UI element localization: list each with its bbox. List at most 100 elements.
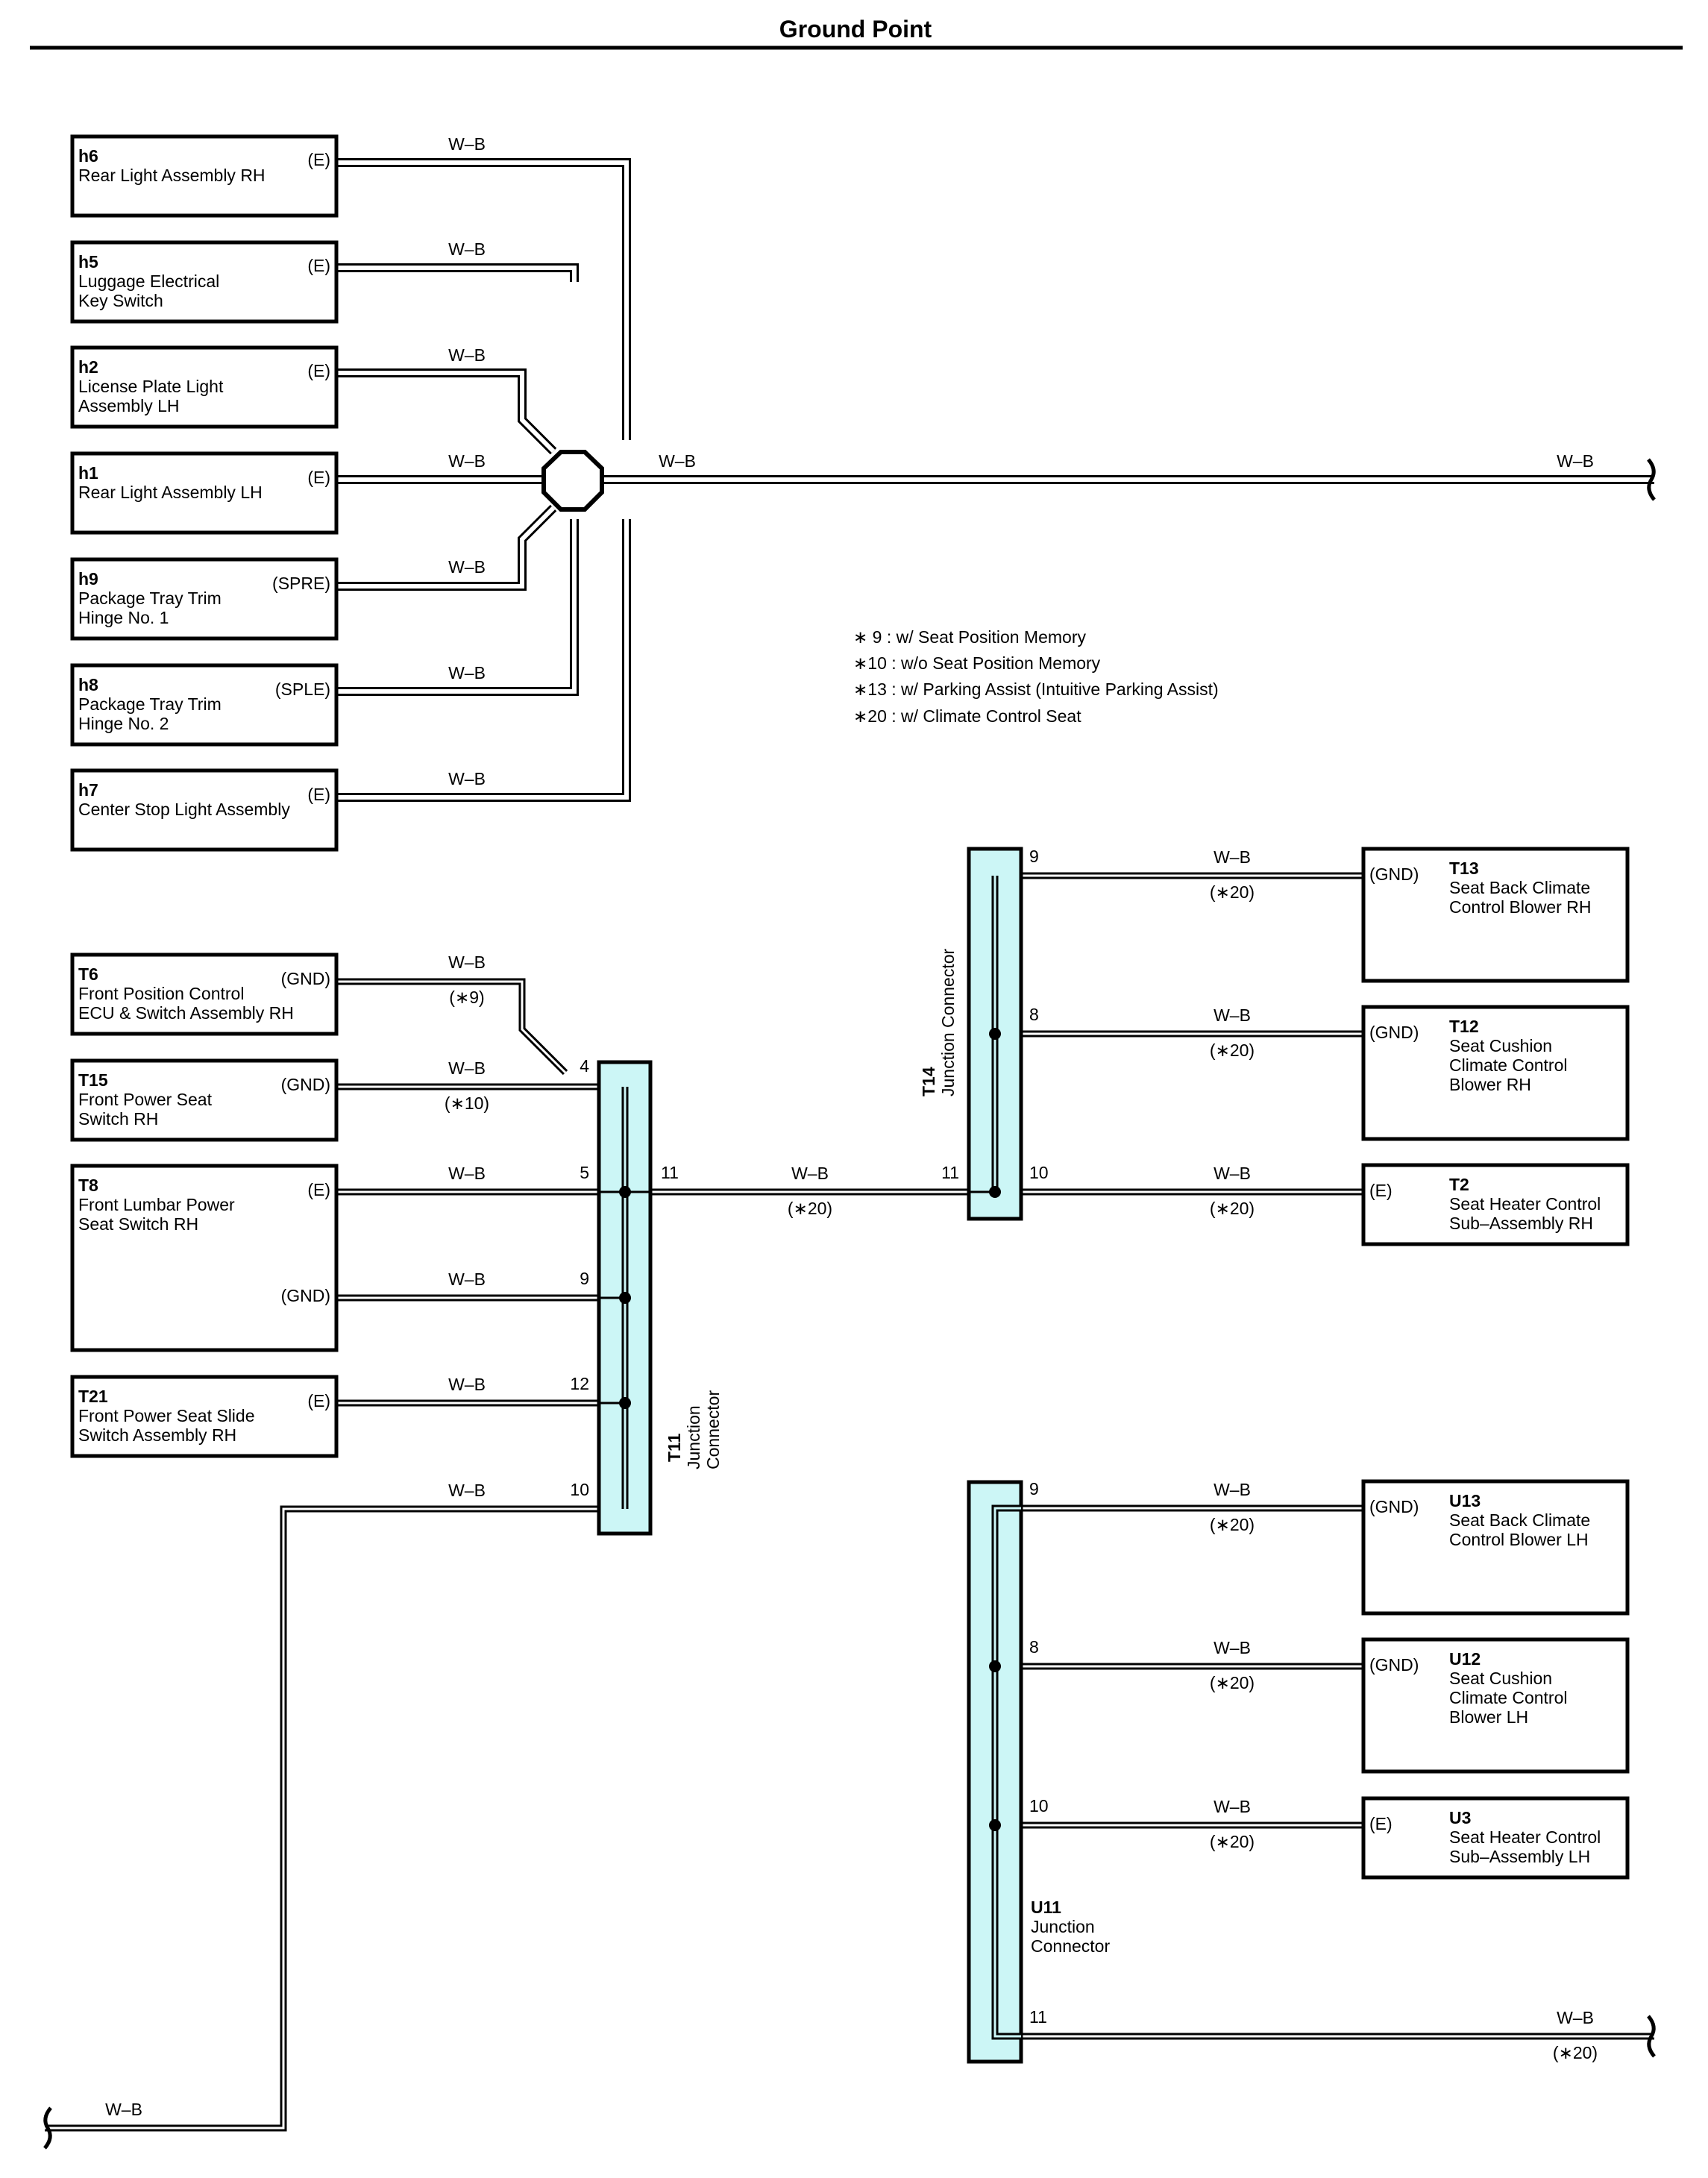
pin-number: 9: [1029, 847, 1039, 866]
t11-internal: [599, 1087, 650, 1509]
connector-name: Rear Light Assembly RH: [78, 166, 266, 185]
pin-number: 4: [580, 1056, 589, 1076]
t11-wire-labels: W–B (∗9) W–B (∗10) W–B W–B W–B W–B W–B (…: [105, 953, 832, 2119]
connector-name: Climate Control: [1449, 1688, 1568, 1707]
pin-label: (SPRE): [272, 574, 330, 593]
connector-id: h8: [78, 675, 98, 694]
connector-id: U12: [1449, 1649, 1481, 1669]
connector-name: Seat Switch RH: [78, 1214, 198, 1234]
connector-id: T15: [78, 1070, 108, 1090]
pin-label: (E): [307, 361, 330, 380]
connector-name: Control Blower RH: [1449, 897, 1591, 917]
connector-t15: T15 Front Power Seat Switch RH (GND): [70, 1058, 339, 1142]
pin-label: (GND): [1369, 864, 1419, 884]
pin-label: (E): [307, 1180, 330, 1199]
wire-label: W–B: [105, 2100, 142, 2119]
pin-number: 10: [1029, 1796, 1049, 1815]
pin-number: 10: [570, 1480, 589, 1499]
connector-u13: (GND) U13 Seat Back Climate Control Blow…: [1361, 1479, 1630, 1616]
u11-wires: [995, 1504, 1656, 2058]
connector-id: T12: [1449, 1017, 1479, 1036]
wire-label: W–B: [1214, 1638, 1251, 1657]
connector-id: T13: [1449, 859, 1479, 878]
top-wires: [336, 158, 1656, 802]
connector-name: Package Tray Trim: [78, 589, 222, 608]
connector-name: License Plate Light: [78, 377, 224, 396]
connector-id: h2: [78, 357, 98, 377]
connector-id: T8: [78, 1176, 98, 1195]
t14-internal: [969, 876, 1001, 1198]
connector-name: Package Tray Trim: [78, 694, 222, 714]
wire-label: W–B: [448, 953, 486, 972]
wire-label: W–B: [448, 1164, 486, 1183]
pin-label: (GND): [281, 1075, 330, 1094]
pin-label: (GND): [1369, 1497, 1419, 1516]
connector-name: Switch Assembly RH: [78, 1425, 236, 1445]
u11-label: U11 Junction Connector: [1031, 1898, 1110, 1956]
connector-name: Blower RH: [1449, 1075, 1531, 1094]
wire-label: W–B: [448, 1270, 486, 1289]
connector-id: T21: [78, 1387, 108, 1406]
connector-id: h7: [78, 780, 98, 800]
connector-t6: T6 Front Position Control ECU & Switch A…: [70, 953, 339, 1036]
wire-label: W–B: [448, 451, 486, 471]
connector-name: Blower LH: [1449, 1707, 1528, 1727]
connector-h6: h6 Rear Light Assembly RH (E): [70, 134, 339, 218]
connector-id: T6: [78, 964, 98, 984]
pin-label: (E): [307, 150, 330, 169]
connector-name: Sub–Assembly RH: [1449, 1214, 1593, 1233]
wire-label: W–B: [1557, 2008, 1594, 2027]
u11-wire-labels: W–B (∗20) W–B (∗20) W–B (∗20) W–B (∗20): [1210, 1480, 1598, 2062]
connector-name: Seat Back Climate: [1449, 878, 1590, 897]
connector-h8: h8 Package Tray Trim Hinge No. 2 (SPLE): [70, 663, 339, 747]
junction-name: Junction Connector: [938, 948, 958, 1096]
pin-number: 9: [580, 1269, 589, 1288]
connector-name: Front Position Control: [78, 984, 244, 1003]
wire-label: W–B: [448, 557, 486, 577]
pin-label: (E): [307, 256, 330, 275]
t14-wire-labels: W–B (∗20) W–B (∗20) W–B (∗20): [1210, 847, 1255, 1218]
connector-name: Switch RH: [78, 1109, 158, 1129]
pin-label: (E): [1369, 1814, 1393, 1833]
wire-label: W–B: [1214, 1164, 1251, 1183]
u11-pin-numbers: 9 8 10 11: [1029, 1479, 1049, 2027]
page-title: Ground Point: [779, 16, 932, 43]
connector-name: Hinge No. 2: [78, 714, 169, 733]
connector-id: U13: [1449, 1491, 1481, 1510]
junction-id: U11: [1031, 1898, 1061, 1917]
connector-name: Control Blower LH: [1449, 1530, 1589, 1549]
wire-label: W–B: [1214, 1797, 1251, 1816]
pin-label: (GND): [281, 969, 330, 988]
connector-t21: T21 Front Power Seat Slide Switch Assemb…: [70, 1375, 339, 1458]
junction-name: Junction: [684, 1405, 703, 1469]
wire-label: W–B: [448, 1481, 486, 1500]
top-wire-labels: W–B W–B W–B W–B W–B W–B W–B W–B W–B: [448, 134, 1594, 788]
legend-item: ∗13 : w/ Parking Assist (Intuitive Parki…: [853, 680, 1219, 699]
t11-wires: [43, 978, 995, 2150]
junction-name: Connector: [1031, 1936, 1110, 1956]
wire-label: W–B: [448, 663, 486, 682]
connector-id: h5: [78, 252, 98, 272]
pin-label: (E): [307, 785, 330, 804]
legend-item: ∗10 : w/o Seat Position Memory: [853, 653, 1101, 673]
wire-label: W–B: [1214, 847, 1251, 867]
pin-number: 9: [1029, 1479, 1039, 1498]
pin-number: 11: [1029, 2007, 1047, 2027]
pin-number: 5: [580, 1163, 589, 1182]
legend-item: ∗ 9 : w/ Seat Position Memory: [853, 627, 1086, 647]
connector-name: Seat Back Climate: [1449, 1510, 1590, 1530]
connector-name: Climate Control: [1449, 1055, 1568, 1075]
wire-note: (∗20): [788, 1199, 832, 1218]
pin-number: 8: [1029, 1005, 1039, 1024]
wire-label: W–B: [448, 239, 486, 259]
wire-label: W–B: [659, 451, 696, 471]
pin-label: (GND): [1369, 1023, 1419, 1042]
wire-note: (∗20): [1210, 1673, 1255, 1692]
pin-label: (GND): [1369, 1655, 1419, 1675]
wire-label: W–B: [448, 769, 486, 788]
connector-t13: (GND) T13 Seat Back Climate Control Blow…: [1361, 847, 1630, 983]
wire-label: W–B: [791, 1164, 829, 1183]
junction-name: Junction: [1031, 1917, 1095, 1936]
connector-name: Seat Heater Control: [1449, 1194, 1601, 1214]
connector-h1: h1 Rear Light Assembly LH (E): [70, 451, 339, 535]
